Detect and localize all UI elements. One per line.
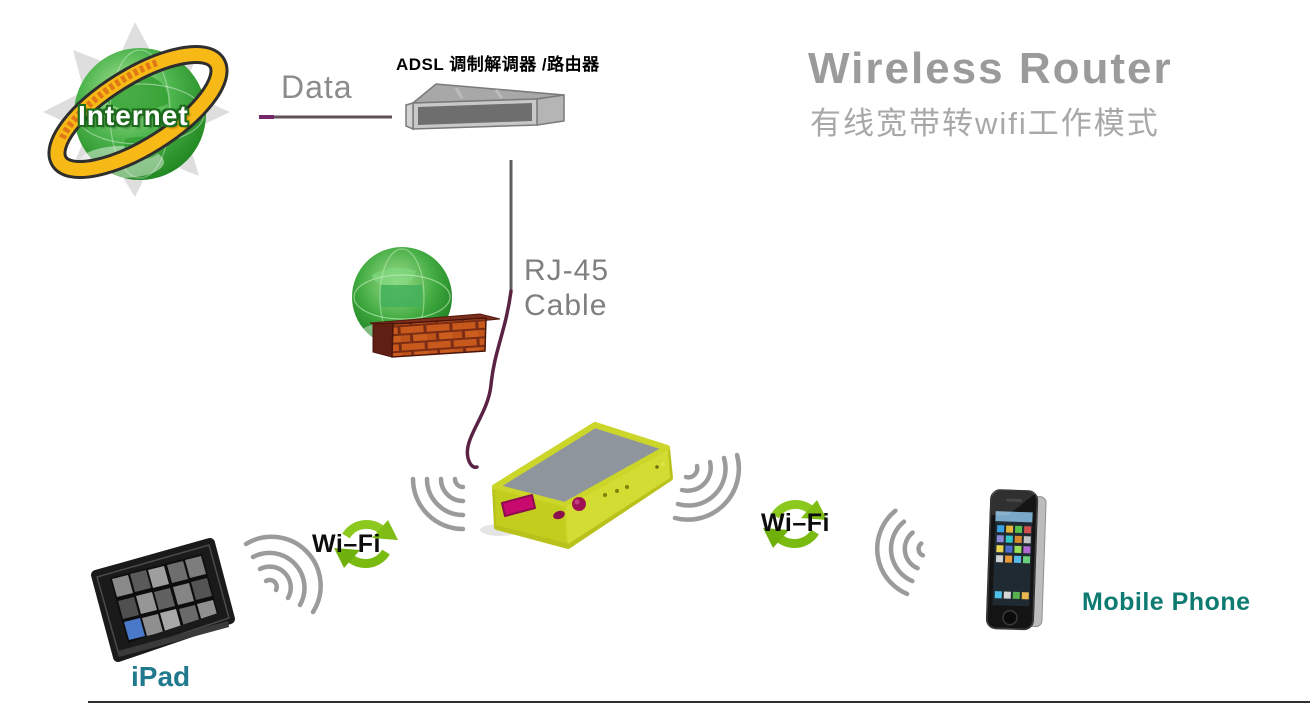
wifi-left-label: Wi–Fi [312, 530, 381, 558]
firewall-icon [352, 247, 501, 358]
rj45-label-line1: RJ-45 [524, 254, 610, 287]
signal-waves-ipad-icon [243, 534, 323, 615]
adsl-modem-icon [405, 83, 565, 131]
adsl-modem-label: ADSL 调制解调器 /路由器 [396, 55, 600, 74]
page-subtitle: 有线宽带转wifi工作模式 [810, 106, 1160, 141]
ipad-icon [91, 538, 235, 662]
mobile-phone-icon [985, 489, 1047, 631]
bottom-divider [88, 701, 1310, 703]
mobile-phone-label: Mobile Phone [1082, 588, 1251, 616]
ipad-label: iPad [131, 661, 191, 692]
rj45-label-line2: Cable [524, 288, 608, 322]
internet-globe-icon [43, 22, 230, 197]
page-title: Wireless Router [808, 44, 1173, 93]
data-link-label: Data [281, 69, 353, 105]
brick-wall-icon [369, 313, 501, 358]
wifi-right-label: Wi–Fi [761, 509, 830, 537]
wireless-router-icon [480, 422, 673, 549]
rj45-cable-label: RJ-45 Cable [524, 254, 609, 323]
internet-label: Internet [78, 100, 189, 131]
signal-waves-router-left-icon [410, 476, 466, 532]
signal-waves-phone-icon [874, 508, 926, 597]
